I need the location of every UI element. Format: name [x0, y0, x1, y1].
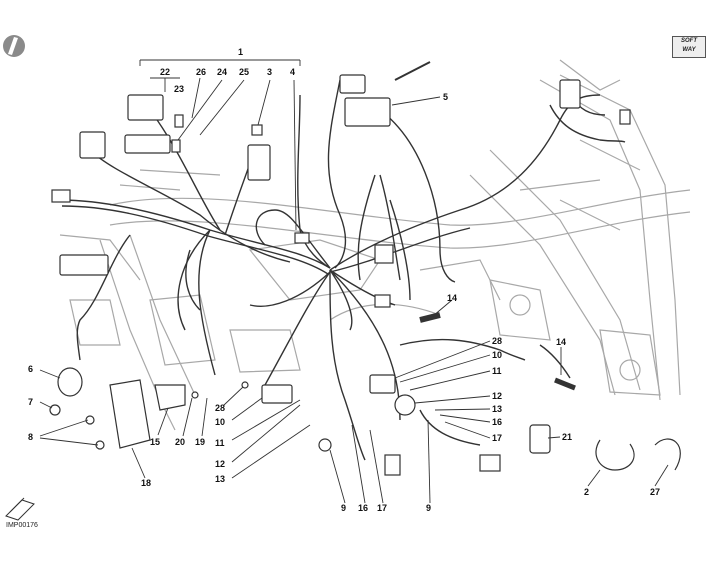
- section-badge-icon: [3, 35, 25, 57]
- fuse-cover-icon: [124, 134, 171, 154]
- callout-9-right: 9: [426, 503, 432, 513]
- logo-text-top: SOFT: [681, 38, 697, 44]
- callout-1: 1: [238, 47, 244, 57]
- callout-10-left: 10: [215, 417, 226, 427]
- callout-23: 23: [174, 84, 185, 94]
- connector-d-icon: [479, 454, 501, 472]
- tie-27-icon: [654, 438, 681, 471]
- callout-18: 18: [141, 478, 152, 488]
- callout-24: 24: [217, 67, 228, 77]
- callout-6: 6: [28, 364, 34, 374]
- callout-14-top: 14: [447, 293, 458, 303]
- callout-8: 8: [28, 432, 34, 442]
- callout-5: 5: [443, 92, 449, 102]
- sensor-21-icon: [529, 424, 551, 454]
- callout-11-right: 11: [492, 366, 502, 376]
- callout-25: 25: [239, 67, 250, 77]
- components: [49, 61, 681, 476]
- callout-3: 3: [267, 67, 273, 77]
- grommet-9-icon: [318, 438, 332, 452]
- callout-9-left: 9: [341, 503, 347, 513]
- callout-28-left: 28: [215, 403, 226, 413]
- connector-g-icon: [619, 109, 631, 125]
- callout-17-right: 17: [492, 433, 503, 443]
- wiring-harness: [59, 79, 626, 461]
- callout-2: 2: [584, 487, 590, 497]
- sensor-14b-icon: [554, 377, 576, 391]
- callout-28-right: 28: [492, 336, 503, 346]
- screw-20-icon: [191, 391, 199, 399]
- connector-b-icon: [294, 232, 310, 244]
- bolt-7-icon: [49, 404, 61, 416]
- callout-10-right: 10: [492, 350, 503, 360]
- relay-5-icon: [344, 97, 391, 127]
- manual-book-icon: [5, 497, 35, 521]
- part-code: IMP00176: [6, 522, 38, 529]
- rectifier-18-icon: [109, 379, 151, 449]
- sensor-12-icon: [394, 394, 416, 416]
- softway-logo: SOFT WAY: [672, 36, 706, 58]
- regulator-icon: [59, 254, 109, 276]
- sensor-14-icon: [419, 312, 441, 323]
- fuse-spare-icon: [171, 139, 181, 153]
- callout-27: 27: [650, 487, 661, 497]
- relay-icon: [79, 131, 106, 159]
- screw-28-icon: [241, 381, 249, 389]
- connector-3-icon: [247, 144, 271, 181]
- callout-14-right: 14: [556, 337, 567, 347]
- sensor-10-icon: [261, 384, 293, 404]
- callout-16-bottom: 16: [358, 503, 369, 513]
- connector-cap-icon: [251, 124, 263, 136]
- bolt-icon: [394, 61, 431, 81]
- callout-26: 26: [196, 67, 207, 77]
- callout-7: 7: [28, 397, 34, 407]
- bolt-8a-icon: [85, 415, 95, 425]
- plug-icon: [51, 189, 71, 203]
- callout-12-right: 12: [492, 391, 503, 401]
- callout-13-right: 13: [492, 404, 503, 414]
- logo-text-bottom: WAY: [682, 47, 696, 53]
- callout-16-right: 16: [492, 417, 503, 427]
- connector-e-icon: [384, 454, 401, 476]
- bracket-15-icon: [154, 384, 186, 411]
- fuse-box-icon: [127, 94, 164, 121]
- callout-15: 15: [150, 437, 161, 447]
- connector-f-icon: [559, 79, 581, 109]
- callout-17-bottom: 17: [377, 503, 388, 513]
- callout-13-left: 13: [215, 474, 226, 484]
- connector-icon: [374, 294, 391, 308]
- callout-4: 4: [290, 67, 296, 77]
- connector-c-icon: [374, 244, 394, 264]
- callout-12-left: 12: [215, 459, 226, 469]
- callout-11-left: 11: [215, 438, 225, 448]
- relay-cap-icon: [339, 74, 366, 94]
- horn-6-icon: [57, 367, 83, 397]
- clamp-2-icon: [595, 439, 635, 471]
- callout-21: 21: [562, 432, 573, 442]
- callout-leaders: [39, 59, 669, 504]
- callout-20: 20: [175, 437, 186, 447]
- switch-11-icon: [369, 374, 396, 394]
- callout-19: 19: [195, 437, 206, 447]
- fuse-icon: [174, 114, 184, 128]
- callout-22: 22: [160, 67, 171, 77]
- frame-outline: [59, 59, 691, 431]
